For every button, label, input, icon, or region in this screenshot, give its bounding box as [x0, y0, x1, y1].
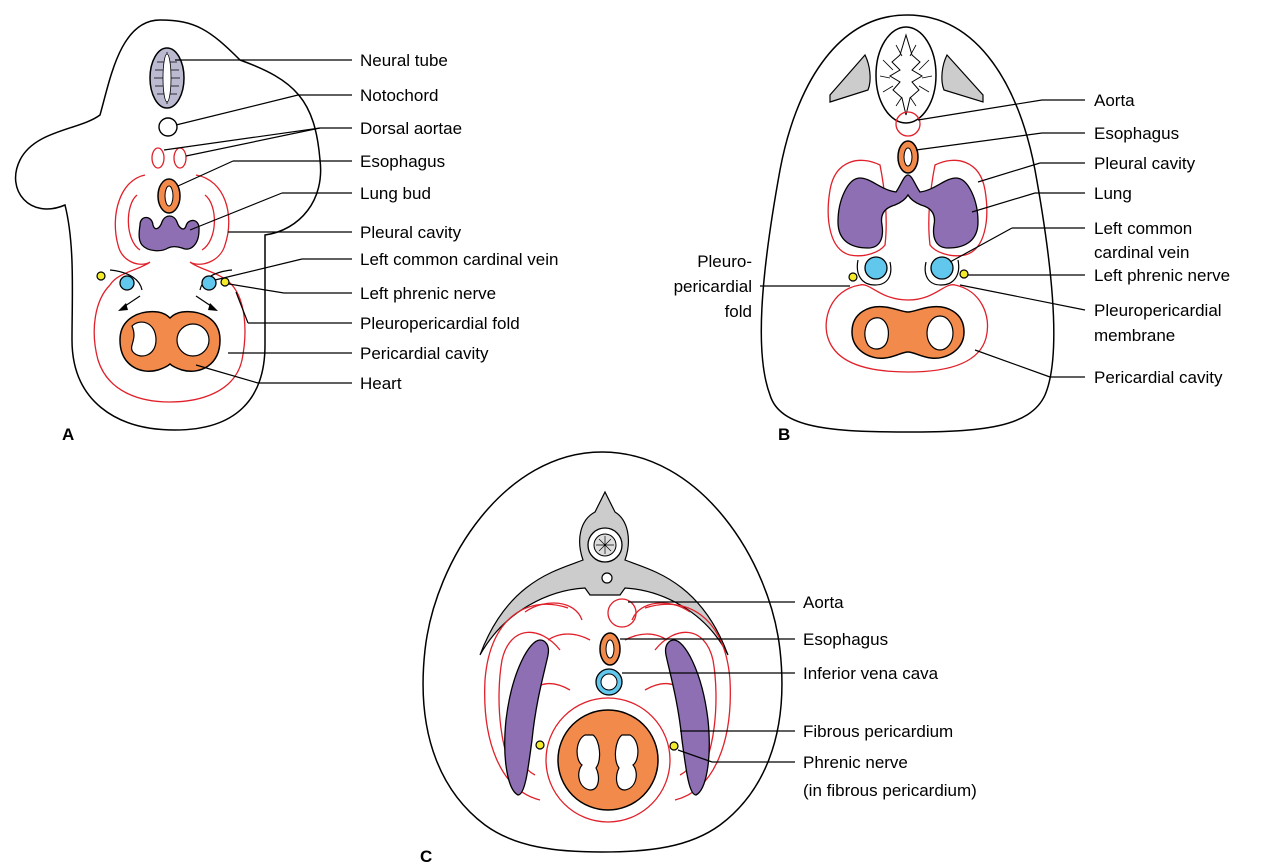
panel-c-heart [558, 710, 658, 810]
label-c-phrenic-nerve-2: (in fibrous pericardium) [803, 781, 977, 800]
label-c-esophagus: Esophagus [803, 630, 888, 649]
label-a-left-phrenic-nerve: Left phrenic nerve [360, 284, 496, 303]
label-b-aorta: Aorta [1094, 91, 1135, 110]
panel-b: Aorta Esophagus Pleural cavity Lung Left… [674, 15, 1231, 444]
label-b-pleural-cavity: Pleural cavity [1094, 154, 1196, 173]
label-b-pleuropericardial-fold-2: pericardial [674, 277, 752, 296]
panel-b-phrenic-nerve-right [849, 273, 857, 281]
panel-b-cardinal-vein-right [865, 257, 887, 279]
label-b-left-phrenic-nerve: Left phrenic nerve [1094, 266, 1230, 285]
panel-c-phrenic-nerve-left [670, 742, 678, 750]
panel-a-lung-bud [139, 216, 199, 251]
panel-a-phrenic-nerve-right [97, 272, 105, 280]
label-c-inferior-vena-cava: Inferior vena cava [803, 664, 939, 683]
label-a-pericardial-cavity: Pericardial cavity [360, 344, 489, 363]
panel-a-cardinal-vein-right [120, 276, 134, 290]
panel-c-letter: C [420, 847, 432, 866]
label-a-dorsal-aortae: Dorsal aortae [360, 119, 462, 138]
panel-c-phrenic-nerve-right [536, 741, 544, 749]
label-b-pleuropericardial-membrane-2: membrane [1094, 326, 1175, 345]
panel-a-letter: A [62, 425, 74, 444]
label-c-phrenic-nerve-1: Phrenic nerve [803, 753, 908, 772]
panel-b-cardinal-vein-left [931, 257, 953, 279]
label-b-left-common-cardinal-vein-1: Left common [1094, 219, 1192, 238]
label-c-fibrous-pericardium: Fibrous pericardium [803, 722, 953, 741]
label-a-pleuropericardial-fold: Pleuropericardial fold [360, 314, 520, 333]
label-a-esophagus: Esophagus [360, 152, 445, 171]
label-a-heart: Heart [360, 374, 402, 393]
panel-b-letter: B [778, 425, 790, 444]
panel-a-phrenic-nerve-left [221, 278, 229, 286]
label-a-notochord: Notochord [360, 86, 438, 105]
label-b-left-common-cardinal-vein-2: cardinal vein [1094, 243, 1189, 262]
panel-c: Aorta Esophagus Inferior vena cava Fibro… [420, 452, 977, 866]
label-c-aorta: Aorta [803, 593, 844, 612]
label-b-pleuropericardial-membrane-1: Pleuropericardial [1094, 301, 1222, 320]
panel-a: Neural tube Notochord Dorsal aortae Esop… [16, 20, 559, 444]
label-b-pleuropericardial-fold-1: Pleuro- [697, 252, 752, 271]
panel-a-cardinal-vein-left [202, 276, 216, 290]
label-b-esophagus: Esophagus [1094, 124, 1179, 143]
label-b-pericardial-cavity: Pericardial cavity [1094, 368, 1223, 387]
label-a-pleural-cavity: Pleural cavity [360, 223, 462, 242]
label-b-pleuropericardial-fold-3: fold [725, 302, 752, 321]
label-a-left-common-cardinal-vein: Left common cardinal vein [360, 250, 558, 269]
panel-b-phrenic-nerve-left [960, 270, 968, 278]
label-b-lung: Lung [1094, 184, 1132, 203]
panel-a-notochord [159, 118, 177, 136]
label-a-lung-bud: Lung bud [360, 184, 431, 203]
label-a-neural-tube: Neural tube [360, 51, 448, 70]
